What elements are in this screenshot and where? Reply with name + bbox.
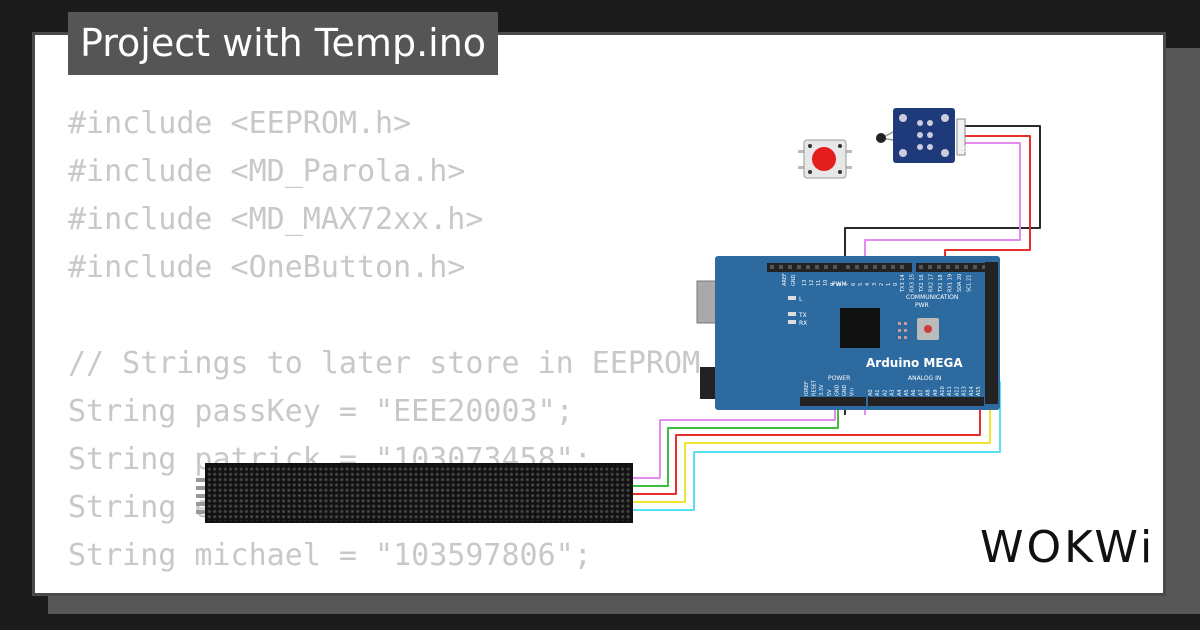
code-preview: #include <EEPROM.h> #include <MD_Parola.h… <box>68 100 700 580</box>
temperature-sensor-module[interactable]: S <box>876 108 968 163</box>
pwr-label: PWR <box>915 302 929 309</box>
analog-pin-label: A1 <box>875 389 881 396</box>
sensor-pin-label: S <box>963 145 968 154</box>
led-l-label: L <box>799 296 803 303</box>
communication-label: COMMUNICATION <box>906 294 958 301</box>
wire-green-matrix <box>632 404 839 487</box>
comm-pin-label: RX2 17 <box>929 274 935 292</box>
comm-pin-label: SCL 21 <box>967 275 973 292</box>
analog-pin-label: A3 <box>890 389 896 396</box>
digital-pin-label: 13 <box>802 280 808 286</box>
comm-pin-label: TX2 16 <box>919 274 925 293</box>
reset-button <box>924 325 932 333</box>
power-pin-label: GND <box>842 384 848 396</box>
wire-red-matrix <box>632 380 981 495</box>
wokwi-logo[interactable]: WOKWi <box>980 522 1156 573</box>
code-line: #include <EEPROM.h> <box>68 106 412 141</box>
led-matrix-display[interactable] <box>196 463 633 523</box>
analog-pin-label: A13 <box>962 386 968 396</box>
wire-red-sensor-vcc <box>944 135 1031 263</box>
digital-pin-label: 10 <box>823 280 829 286</box>
digital-pin-label: 12 <box>809 280 815 286</box>
power-pin-label: Vin <box>850 388 856 396</box>
analog-label: ANALOG IN <box>908 375 941 382</box>
digital-pin-label: 8 <box>837 283 843 286</box>
board-name: Arduino MEGA <box>866 356 963 370</box>
analog-pin-label: A9 <box>933 389 939 396</box>
thermistor-icon <box>876 133 886 143</box>
analog-pin-label: A5 <box>904 389 910 396</box>
analog-pin-label: A14 <box>969 386 975 396</box>
digital-pin-label: 3 <box>872 283 878 286</box>
code-line: String michael = "103597806"; <box>68 538 592 573</box>
code-line: String passKey = "EEE20003"; <box>68 394 574 429</box>
comm-pin-label: RX3 15 <box>910 274 916 292</box>
analog-pin-label: A4 <box>897 389 903 396</box>
comm-pin-label: TX3 14 <box>900 274 906 293</box>
led-tx-label: TX <box>798 312 807 319</box>
power-pin-label: GND <box>834 384 840 396</box>
analog-pin-label: A2 <box>882 389 888 396</box>
comm-pin-label: TX1 18 <box>938 274 944 293</box>
power-pin-label: 5V <box>827 389 833 396</box>
digital-pin-label: 2 <box>879 283 885 286</box>
analog-pin-label: A6 <box>911 389 917 396</box>
gnd-label: GND <box>791 274 797 286</box>
power-pin-label: RESET <box>812 379 818 396</box>
power-label: POWER <box>828 375 850 382</box>
analog-pin-label: A7 <box>918 389 924 396</box>
digital-pin-label: 5 <box>858 283 864 286</box>
analog-pin-label: A15 <box>976 386 982 396</box>
project-title: Project with Temp.ino <box>68 12 499 75</box>
pwm-label: PWM <box>832 281 847 288</box>
arduino-mega-board[interactable]: Arduino MEGA PWM COMMUNICATION POWER ANA… <box>696 256 1000 410</box>
digital-pin-label: 11 <box>816 280 822 286</box>
code-line: #include <MD_MAX72xx.h> <box>68 202 484 237</box>
analog-pin-label: A11 <box>947 386 953 396</box>
push-button[interactable] <box>798 139 852 179</box>
comm-pin-label: RX1 19 <box>948 274 954 292</box>
power-pin-label: IOREF <box>804 381 810 396</box>
code-line: #include <OneButton.h> <box>68 250 466 285</box>
digital-pin-label: 0 <box>893 283 899 286</box>
wire-pink-matrix <box>632 404 836 479</box>
digital-pin-label: 9 <box>830 283 836 286</box>
button-cap <box>812 147 836 171</box>
analog-pin-label: A12 <box>954 386 960 396</box>
digital-pin-label: 6 <box>851 283 857 286</box>
digital-pin-label: 4 <box>865 283 871 286</box>
code-line: #include <MD_Parola.h> <box>68 154 466 189</box>
analog-pin-label: A8 <box>926 389 932 396</box>
led-rx-label: RX <box>799 320 807 327</box>
comm-pin-label: SDA 20 <box>957 274 963 292</box>
code-line: // Strings to later store in EEPROM <box>68 346 701 381</box>
digital-pin-label: 1 <box>886 283 892 286</box>
analog-pin-label: A0 <box>868 389 874 396</box>
analog-pin-label: A10 <box>940 386 946 396</box>
aref-label: AREF <box>782 273 788 286</box>
digital-pin-label: 7 <box>844 283 850 286</box>
power-pin-label: 3.3V <box>819 384 825 396</box>
